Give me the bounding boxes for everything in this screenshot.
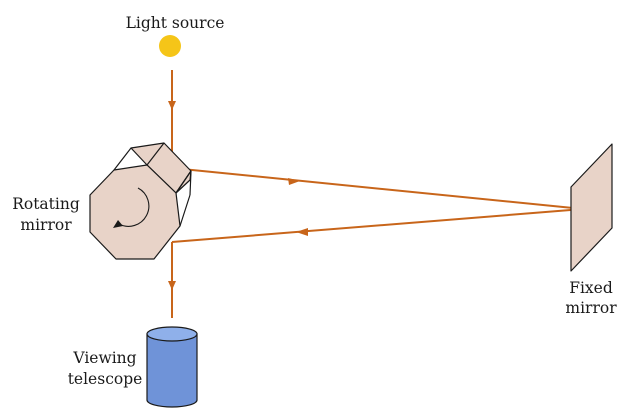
rotating-mirror-front [89,164,181,260]
outgoing-beam [171,167,584,210]
rotating-mirror-label-line1: Rotating [12,195,80,213]
return-beam [171,208,584,243]
light-beams [168,70,584,318]
fixed-mirror [570,143,613,272]
fixed-mirror-label-line2: mirror [565,299,617,317]
viewing-telescope-label-line1: Viewing [72,349,136,367]
incident-beam-arrow [168,101,176,110]
outgoing-beam-arrow [288,178,300,185]
light-source-label: Light source [126,14,225,32]
return-beam-arrow [296,228,308,236]
light-source-icon [159,35,181,57]
to-telescope-beam-arrow [168,281,176,290]
viewing-telescope [146,326,198,408]
curved-arrow-icon [113,187,150,228]
rotating-mirror-label-line2: mirror [20,216,72,234]
viewing-telescope-label-line2: telescope [68,370,143,388]
fixed-mirror-label-line1: Fixed [569,279,613,297]
rotating-mirror [89,142,192,260]
